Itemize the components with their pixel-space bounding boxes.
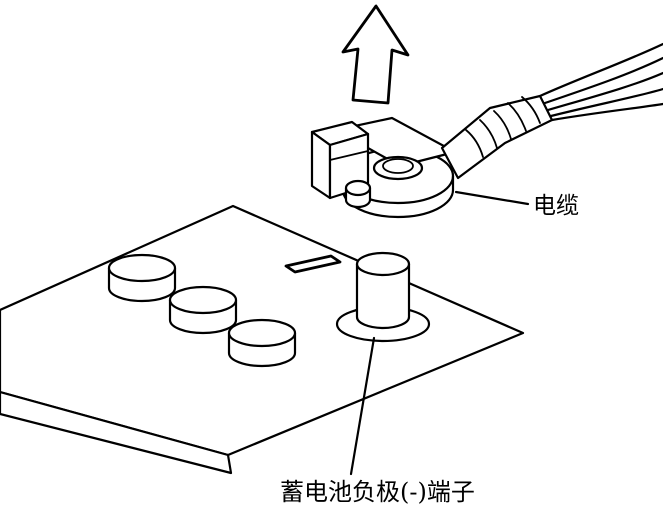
negative-terminal-label: 蓄电池负极(-)端子	[280, 478, 475, 506]
clamp-ring-hole-inner	[382, 158, 414, 174]
clamp-bolt-head	[344, 179, 372, 197]
cable-boot-wrap-lines	[465, 96, 541, 158]
cable-strand	[549, 87, 663, 118]
clamp-ring-hole	[372, 155, 424, 181]
vent-slot	[284, 254, 342, 274]
cell-cap	[227, 318, 297, 368]
cell-cap	[107, 253, 177, 303]
battery-front-face	[0, 390, 233, 475]
cables	[538, 42, 663, 122]
cable-strand	[543, 56, 663, 105]
negative-terminal-post	[335, 251, 431, 343]
terminal-post-top	[355, 251, 411, 277]
terminal-post-body	[355, 262, 411, 330]
cable-strand	[546, 71, 663, 112]
cable-label: 电缆	[533, 193, 579, 219]
clamp-block-left	[310, 130, 332, 200]
battery-cable-clamp	[310, 94, 554, 219]
cable-boot	[440, 94, 554, 180]
cable-leader-line	[454, 190, 530, 206]
cable-strand	[538, 42, 663, 98]
clamp-block-detail	[329, 150, 369, 161]
cable-strand	[550, 102, 663, 122]
cell-cap	[168, 285, 238, 335]
up-arrow-icon	[341, 4, 410, 105]
battery-cell-caps	[107, 253, 297, 368]
terminal-leader-line	[349, 336, 376, 476]
